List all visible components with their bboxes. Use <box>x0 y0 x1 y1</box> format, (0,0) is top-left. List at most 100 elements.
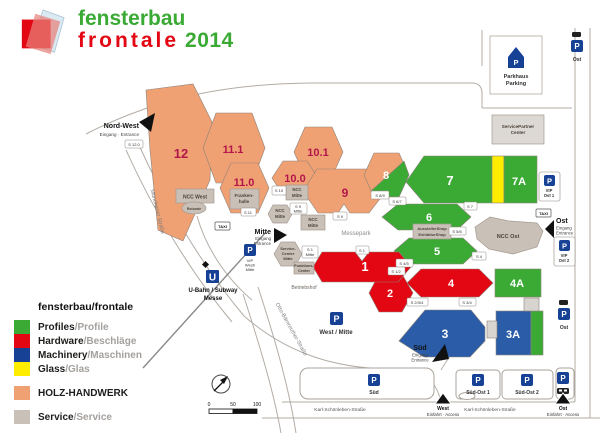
hall-10-0-label: 10.0 <box>284 173 305 185</box>
ost-label: Ost <box>556 218 568 225</box>
gate-s89: S 8/9 <box>375 193 385 198</box>
gate-s67-box <box>388 196 407 206</box>
taxi-stand-mitte: TAXI <box>214 221 231 231</box>
parking-suedost1: P Süd-Ost 1 <box>466 374 490 396</box>
legend-hardware-de: /Beschläge <box>83 335 137 347</box>
parking-icon-letter: P <box>475 376 481 385</box>
street-otto: Otto-Bärnreuther-Straße <box>274 302 308 357</box>
bus-icon <box>572 32 581 37</box>
gate-s45: S 4/5 <box>399 261 409 266</box>
taxi-label: TAXI <box>218 224 227 229</box>
frankenhalle-label-2: halle <box>239 199 250 204</box>
parkhaus-label-1: Parkhaus <box>504 74 529 80</box>
holz-color-chip <box>14 386 30 400</box>
aussteller-shop-label-2: ExhibitorShop <box>418 232 446 237</box>
nordwest-sublabel: Eingang · Entrance <box>100 132 140 137</box>
nordwest-arrow-icon <box>139 113 155 132</box>
parkhaus-label-2: Parking <box>506 81 526 87</box>
gate-s1-mitte-1: S 1 <box>307 247 314 252</box>
funktions-center-building <box>293 261 315 275</box>
legend-item-holz: HOLZ-HANDWERK <box>14 386 142 400</box>
parking-icon <box>472 374 484 386</box>
aussteller-shop-label-1: AusstellerShop <box>417 226 447 231</box>
parking-icon <box>558 308 570 320</box>
parking-suedost2: P Süd-Ost 2 <box>515 374 539 396</box>
parking-icon-letter: P <box>561 310 567 319</box>
ncc-ost-building <box>474 216 544 255</box>
ncc-mitte-c-label-1: NCC <box>308 217 317 222</box>
mitte-arrow-icon <box>274 228 287 243</box>
parking-west-mitte-label: West / Mitte <box>319 330 353 336</box>
servicepartner-center-building <box>491 114 545 145</box>
profiles-color-chip <box>14 320 30 334</box>
servicepartner-label-1: ServicePartner <box>502 124 535 129</box>
gate-s9-mitte-2: Mitte <box>294 209 303 214</box>
gate-s34: S 3/4 <box>462 300 472 305</box>
parking-vip-west-label-3: Mitte <box>246 267 255 272</box>
gate-s11-box <box>240 207 257 217</box>
parking-icon <box>244 244 256 256</box>
gate-s12: S 1/2 <box>391 269 401 274</box>
legend-item-hardware: Hardware/Beschläge <box>14 334 142 348</box>
legend-item-glass: Glass/Glas <box>14 362 142 376</box>
bus-icon-window <box>564 389 567 392</box>
legend-machinery-de: /Maschinen <box>87 349 142 361</box>
parking-icon-letter: P <box>574 42 580 51</box>
access-west-label: West <box>437 406 449 412</box>
hall-1 <box>312 251 412 283</box>
gate-s7-box <box>463 201 478 211</box>
ncc-mitte-hex-label-2: Mitte <box>275 214 286 219</box>
parking-suedost2-label: Süd-Ost 2 <box>515 390 539 396</box>
parking-vip-west-label-1: VIP <box>247 258 254 263</box>
gate-s10-box <box>271 185 287 196</box>
parking-sued-label: Süd <box>369 390 378 396</box>
legend-holz-label: HOLZ-HANDWERK <box>38 387 128 399</box>
parking-icon <box>368 374 380 386</box>
scale-100: 100 <box>253 402 262 408</box>
hall-7a <box>503 155 538 204</box>
legend-item-machinery: Machinery/Maschinen <box>14 348 142 362</box>
ncc-mitte-a-label-1: NCC <box>292 187 301 192</box>
gate-s4-box <box>471 251 487 261</box>
parking-icon-letter: P <box>560 374 566 383</box>
gate-s12-0: S 12.0 <box>128 142 140 147</box>
ncc-mitte-box-c <box>300 214 326 231</box>
parking-icon-letter: P <box>247 246 253 255</box>
ubahn-icon <box>206 270 219 283</box>
parking-icon <box>544 175 555 186</box>
gate-s234: S 2/3/4 <box>411 300 424 305</box>
hall-7-label: 7 <box>446 173 453 188</box>
gate-s234-box <box>406 297 429 307</box>
parking-vip-west-mitte: P VIP West/ Mitte <box>244 244 256 272</box>
hall-connector <box>523 297 540 312</box>
bus-icon-window <box>559 389 562 392</box>
hall-8-label: 8 <box>383 170 389 182</box>
hall-11-1-label: 11.1 <box>223 144 244 156</box>
parking-icon-letter: P <box>333 314 339 324</box>
funktions-center-label-1: Funktions- <box>294 264 314 268</box>
brand-year: 2014 <box>185 29 234 52</box>
parking-sued: P Süd <box>368 374 380 396</box>
access-ost-sublabel: Einfahrt · Access <box>547 412 579 417</box>
hall-7-glass-strip <box>491 155 505 204</box>
parkhaus-icon <box>508 47 524 68</box>
legend-service-en: Service <box>38 411 74 423</box>
parking-suedost1-label: Süd-Ost 1 <box>466 390 490 396</box>
access-ost: Ost Einfahrt · Access <box>547 392 579 417</box>
access-west-sublabel: Einfahrt · Access <box>427 412 459 417</box>
gate-s9-mitte-box <box>289 202 308 215</box>
subway-station: U U-Bahn / Subway Messe <box>188 260 238 302</box>
funktions-center-label-2: Center <box>298 269 311 273</box>
access-ost-arrow-icon <box>554 392 572 405</box>
gate-s1-box <box>355 245 370 255</box>
brand-line1: fensterbau <box>78 7 186 30</box>
gate-s67: S 6/7 <box>392 199 402 204</box>
ncc-mitte-hex-label-1: NCC <box>275 208 284 213</box>
parking-icon-letter: P <box>371 376 377 385</box>
rotunde-label: Rotunde <box>187 207 201 211</box>
parking-icon <box>559 240 570 251</box>
scale-0: 0 <box>208 402 211 408</box>
access-west-arrow-icon <box>434 392 452 405</box>
